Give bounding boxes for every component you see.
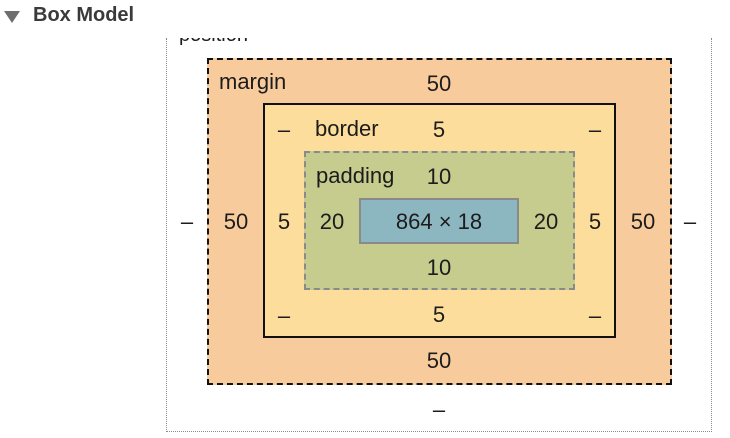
padding-left-value[interactable]: 20 <box>319 209 345 234</box>
padding-bottom-value[interactable]: 10 <box>426 255 452 280</box>
margin-left-value[interactable]: 50 <box>223 209 249 234</box>
border-top-value[interactable]: 5 <box>432 117 446 142</box>
margin-top-value[interactable]: 50 <box>426 71 452 96</box>
position-bottom-value[interactable]: – <box>432 397 446 422</box>
box-model-header[interactable]: Box Model <box>0 0 730 36</box>
position-label: position <box>179 38 248 47</box>
section-title: Box Model <box>33 4 135 26</box>
padding-top-value[interactable]: 10 <box>426 164 452 189</box>
position-left-value[interactable]: – <box>180 209 194 234</box>
content-box <box>359 198 519 244</box>
border-corner-bottom-right: – <box>588 303 602 328</box>
border-corner-top-left: – <box>277 117 291 142</box>
padding-label: padding <box>316 163 395 188</box>
margin-label: margin <box>219 69 287 94</box>
margin-bottom-value[interactable]: 50 <box>426 348 452 373</box>
border-bottom-value[interactable]: 5 <box>432 302 446 327</box>
content-size-value[interactable]: 864 × 18 <box>395 209 483 234</box>
disclosure-triangle-down-icon[interactable] <box>4 11 20 23</box>
padding-right-value[interactable]: 20 <box>533 209 559 234</box>
border-label: border <box>315 116 379 141</box>
border-corner-bottom-left: – <box>277 303 291 328</box>
position-right-value[interactable]: – <box>683 209 697 234</box>
border-corner-top-right: – <box>588 117 602 142</box>
margin-right-value[interactable]: 50 <box>630 209 656 234</box>
border-right-value[interactable]: 5 <box>588 209 602 234</box>
border-left-value[interactable]: 5 <box>277 209 291 234</box>
